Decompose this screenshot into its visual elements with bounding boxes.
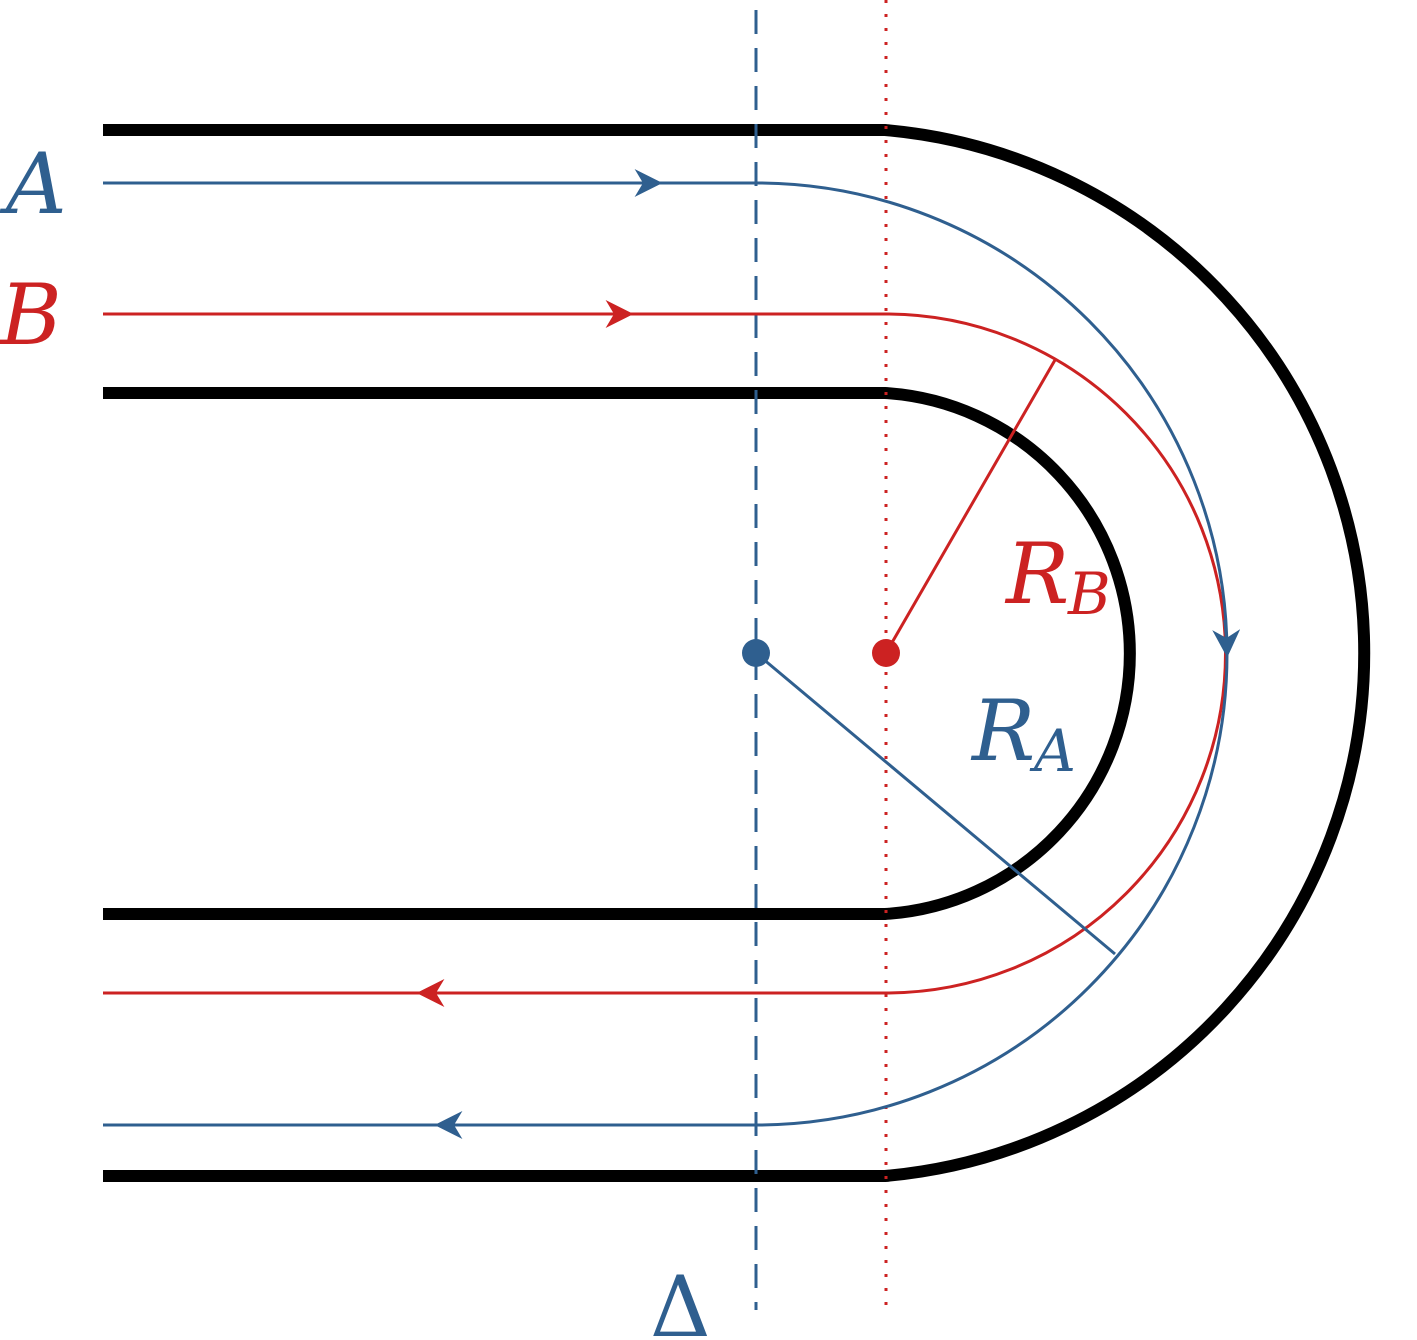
label-b: B <box>0 266 62 364</box>
path-a-arrow-apex <box>1212 619 1241 658</box>
path-a <box>103 169 1241 1139</box>
label-ra: R A <box>970 682 1076 785</box>
label-rb: R B <box>1004 525 1111 628</box>
label-rb-main: R <box>1004 525 1069 623</box>
track <box>103 124 1371 1182</box>
inner-track-boundary <box>103 387 1136 920</box>
radius-a-line <box>755 651 1116 956</box>
outer-track-boundary <box>103 124 1371 1182</box>
path-a-line <box>103 181 1229 1127</box>
label-rb-sub: B <box>1067 560 1111 628</box>
center-a-dot <box>742 639 770 667</box>
label-ra-sub: A <box>1029 717 1076 785</box>
label-delta: Δ <box>650 1258 711 1340</box>
label-a: A <box>0 135 67 233</box>
path-b-line <box>103 312 1227 995</box>
label-ra-main: R <box>970 682 1035 780</box>
path-b <box>103 300 1227 1007</box>
center-b-dot <box>872 639 900 667</box>
radius-b-line <box>884 359 1057 654</box>
